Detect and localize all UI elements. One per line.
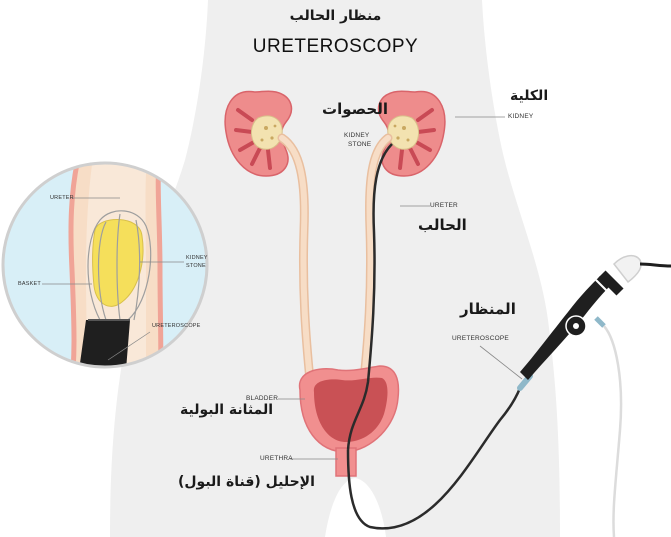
bladder-label-ar: المثانة البولية (180, 402, 273, 418)
urethra-label-ar: الإحليل (قناة البول) (178, 474, 315, 490)
scope-label-ar: المنظار (460, 300, 516, 318)
urethra-label-en: URETHRA (260, 455, 293, 463)
ureter-label-en: URETER (430, 202, 458, 210)
kidney-stone-label-en-2: STONE (348, 141, 371, 149)
title-english: URETEROSCOPY (0, 36, 671, 58)
kidney-stone-label-en-1: KIDNEY (344, 132, 369, 140)
ureteroscope-label-en: URETEROSCOPE (452, 335, 509, 343)
inset-ureter-label: URETER (50, 194, 74, 202)
kidney-label-en: KIDNEY (508, 113, 533, 121)
inset-ureteroscope-label: URETEROSCOPE (152, 322, 201, 330)
title-arabic: منظار الحالب (0, 8, 671, 24)
kidney-label-ar: الكلية (510, 88, 548, 104)
inset-basket-label: BASKET (18, 280, 41, 288)
stones-label-ar: الحصوات (322, 100, 388, 118)
inset-kidney-stone-label-2: STONE (186, 262, 206, 270)
ureter-label-ar: الحالب (418, 216, 467, 234)
bladder-label-en: BLADDER (246, 395, 278, 403)
inset-kidney-stone-label-1: KIDNEY (186, 254, 208, 262)
